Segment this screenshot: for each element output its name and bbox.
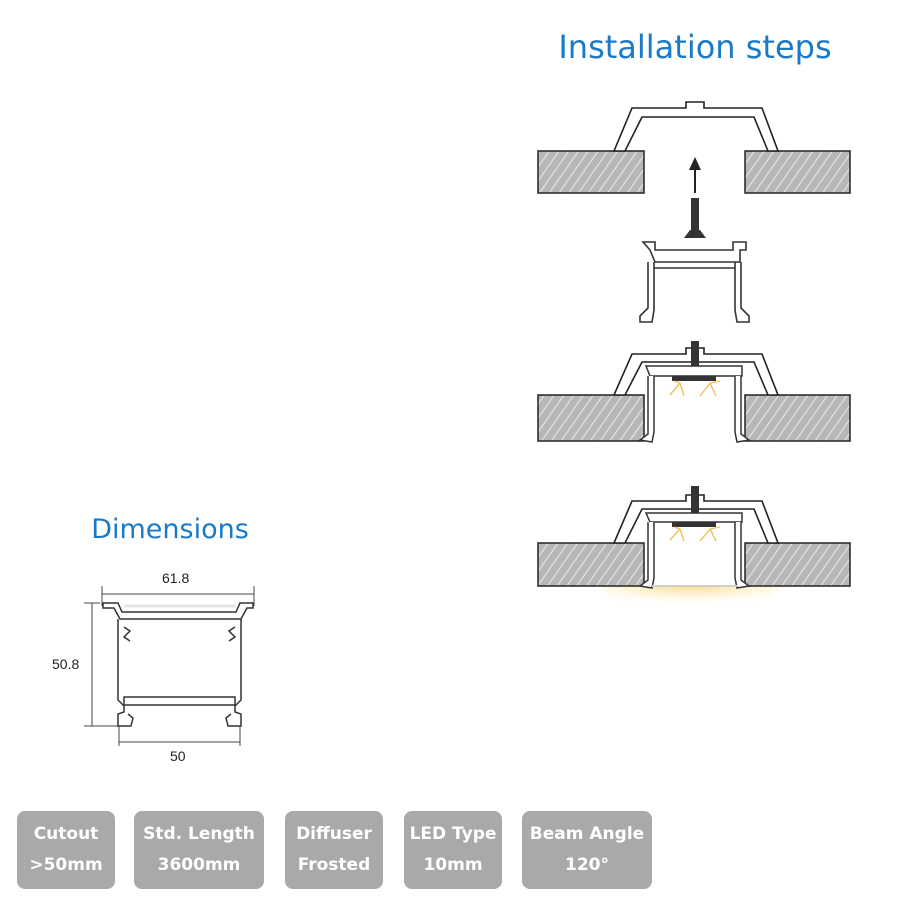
spec-value: 10mm <box>423 855 483 875</box>
spec-badge-std-length: Std. Length 3600mm <box>134 811 264 889</box>
step-3-assembled <box>537 341 851 443</box>
spec-label: Beam Angle <box>529 824 645 844</box>
spec-label: Cutout <box>33 824 99 844</box>
installation-steps-title: Installation steps <box>558 28 832 66</box>
step-2-profile <box>639 241 750 323</box>
spec-badge-beam-angle: Beam Angle 120° <box>522 811 652 889</box>
spec-value: 120° <box>565 855 609 875</box>
spec-badge-led-type: LED Type 10mm <box>404 811 502 889</box>
dimensions-title: Dimensions <box>91 514 249 545</box>
ceiling-left-block <box>537 150 645 194</box>
screw-head <box>684 230 706 238</box>
arrow-head <box>689 157 701 170</box>
spec-value: Frosted <box>297 855 371 875</box>
step-4-installed <box>537 486 851 612</box>
spec-label: Std. Length <box>143 824 255 844</box>
spec-value: >50mm <box>29 855 103 875</box>
spec-badge-cutout: Cutout >50mm <box>17 811 115 889</box>
spec-label: LED Type <box>409 824 497 844</box>
step-1-bracket <box>537 101 851 238</box>
ceiling-right-block <box>744 150 851 194</box>
dimension-top-width: 61.8 <box>162 570 190 586</box>
spring-bracket <box>612 101 780 152</box>
profile-cross-section <box>84 586 255 746</box>
dimension-bottom-width: 50 <box>170 748 186 764</box>
spec-label: Diffuser <box>296 824 372 844</box>
spec-value: 3600mm <box>157 855 241 875</box>
screw <box>691 198 699 230</box>
spec-badge-diffuser: Diffuser Frosted <box>285 811 383 889</box>
dimension-height: 50.8 <box>52 656 80 672</box>
